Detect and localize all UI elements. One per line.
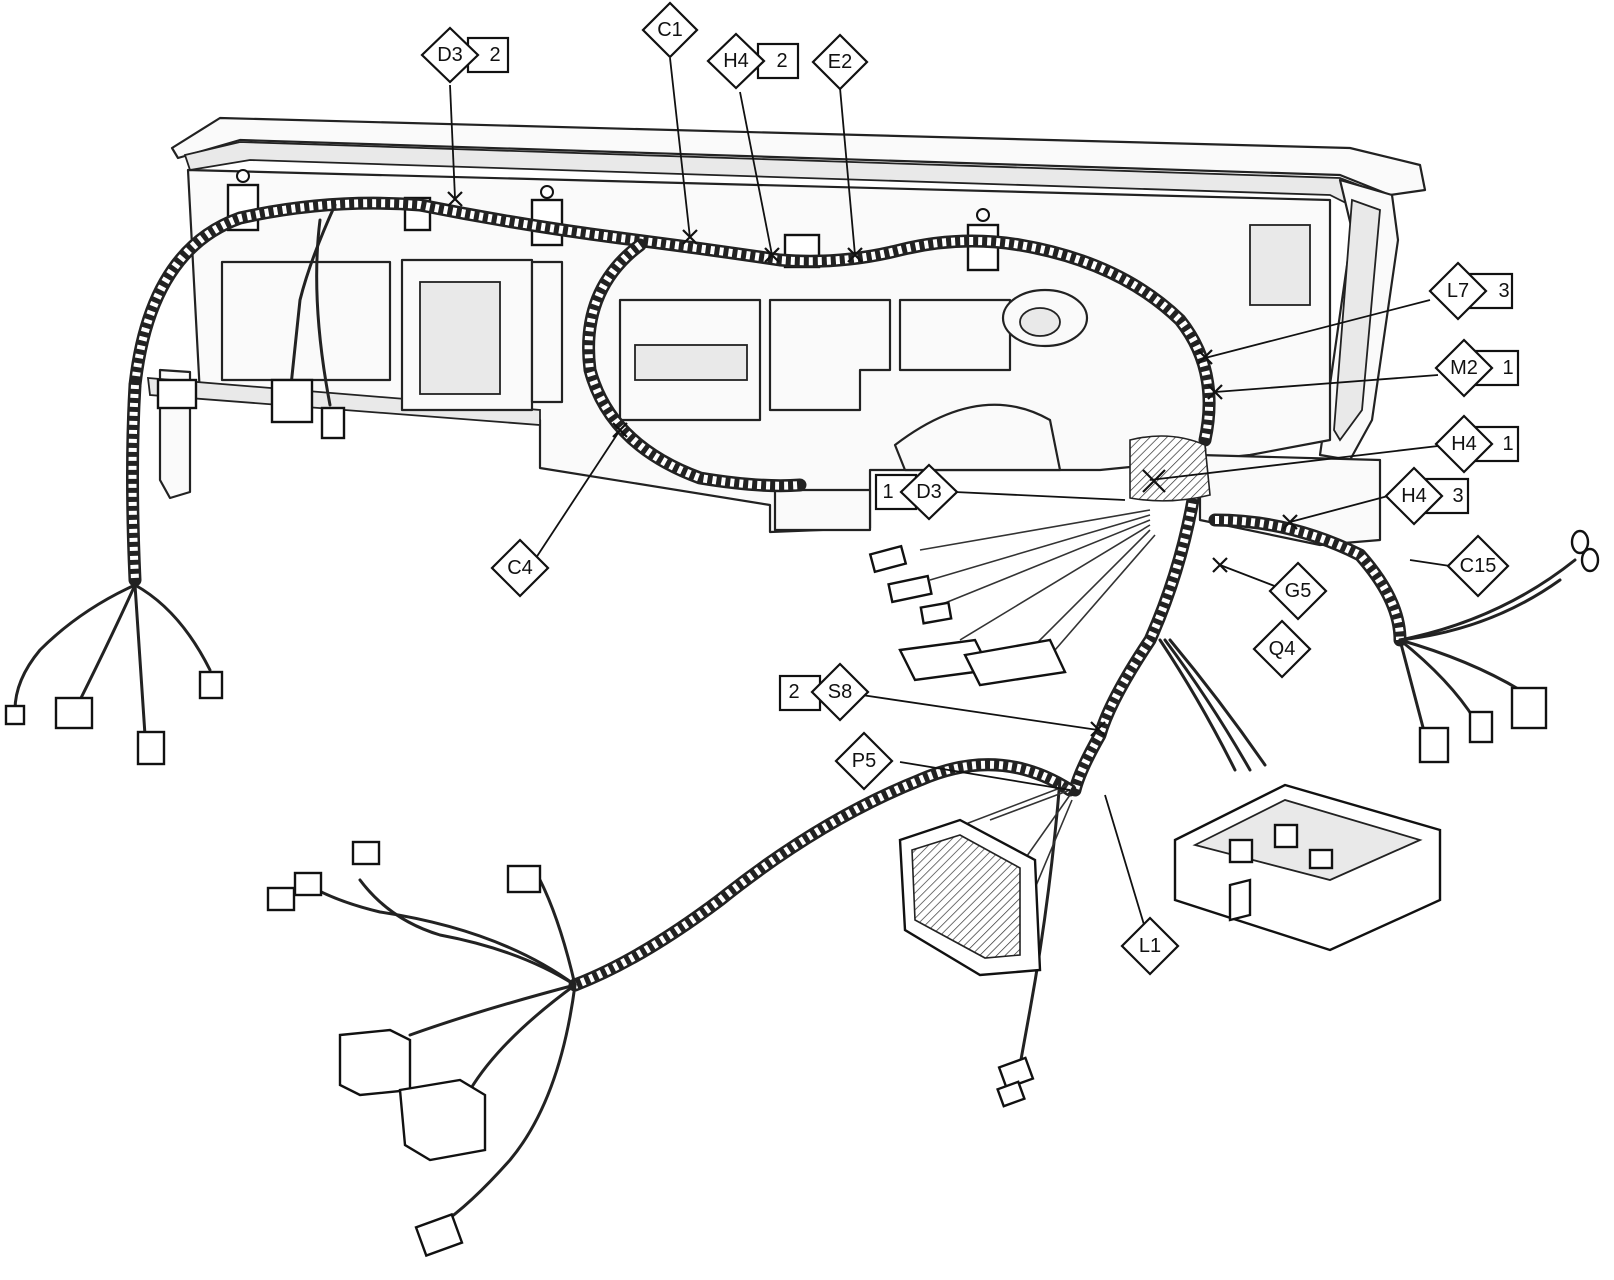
callout-e2: E2 [811, 33, 869, 91]
callout-number: 2 [788, 681, 799, 703]
callout-code: D3 [437, 44, 463, 66]
lower-left-connectors [266, 840, 577, 1258]
bulkhead-connector [898, 784, 1073, 977]
callout-h4-low: H4 3 [1384, 466, 1470, 526]
callout-code: P5 [852, 750, 876, 772]
callout-g5: G5 [1268, 561, 1328, 621]
instrument-panel [146, 116, 1427, 547]
callout-h4-top: H4 2 [706, 32, 800, 90]
callout-code: Q4 [1269, 638, 1296, 660]
callout-s8: S8 2 [778, 662, 870, 722]
callout-c15: C15 [1446, 534, 1510, 598]
callout-p5: P5 [834, 731, 894, 791]
callout-number: 1 [1502, 357, 1513, 379]
callout-code: S8 [828, 681, 852, 703]
leader-lines [449, 57, 1451, 929]
callout-m2: M2 1 [1434, 338, 1520, 398]
main-harness [126, 196, 1407, 992]
callout-c4: C4 [490, 538, 550, 598]
callout-number: 3 [1498, 280, 1509, 302]
callout-number: 2 [489, 44, 500, 66]
callout-q4: Q4 [1252, 619, 1312, 679]
callout-code: G5 [1285, 580, 1312, 602]
callout-c1: C1 [641, 1, 699, 59]
callout-number: 1 [1502, 433, 1513, 455]
callout-number: 2 [776, 50, 787, 72]
splice-marks [447, 191, 1298, 737]
callout-l1: L1 [1120, 916, 1180, 976]
callout-number: 3 [1452, 485, 1463, 507]
callout-code: C4 [507, 557, 533, 579]
left-pigtails [4, 203, 346, 766]
callout-code: L7 [1447, 280, 1469, 302]
callout-code: H4 [1451, 433, 1477, 455]
callout-code: E2 [828, 51, 852, 73]
callout-h4-mid: H4 1 [1434, 414, 1520, 474]
fuse-block [1173, 783, 1442, 952]
callout-code: H4 [1401, 485, 1427, 507]
callout-number: 1 [882, 481, 893, 503]
dash-connectors [868, 435, 1211, 687]
callout-code: H4 [723, 50, 749, 72]
callout-d3-mid: D3 1 [874, 463, 959, 521]
right-pigtails [1398, 529, 1600, 764]
callout-l7: L7 3 [1428, 261, 1514, 321]
callout-d3-top: D3 2 [420, 26, 510, 84]
lower-bundles [996, 638, 1267, 1108]
callout-code: C1 [657, 19, 683, 41]
callout-code: C15 [1460, 555, 1497, 577]
callout-code: M2 [1450, 357, 1478, 379]
callout-code: D3 [916, 481, 942, 503]
callout-code: L1 [1139, 935, 1161, 957]
